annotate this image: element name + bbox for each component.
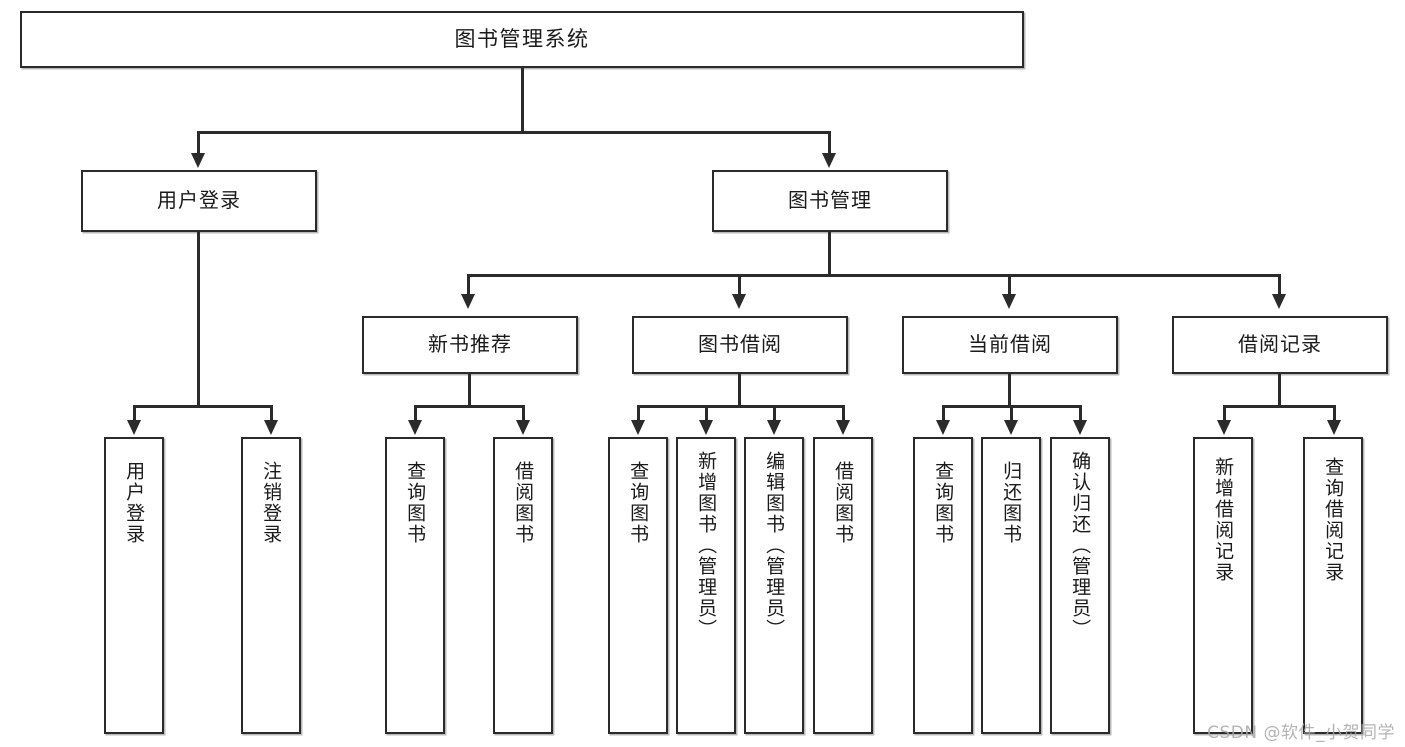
leaf-borrow-book-new-book-recommend[interactable]: 借阅图书 xyxy=(493,437,553,734)
node-label: 用户登录 xyxy=(157,188,241,213)
node-label: 图书管理 xyxy=(788,188,872,213)
arrow-to-leaf-query-record xyxy=(1327,420,1341,435)
connector-book-borrow-stem xyxy=(738,374,741,407)
connector-book-borrow-bus xyxy=(637,405,845,408)
arrow-to-leaf-confirm-return xyxy=(1073,420,1087,435)
connector-new-book-recommend-stem xyxy=(468,374,471,407)
connector-book-manage-bus xyxy=(467,274,1279,277)
leaf-query-book-current-borrow[interactable]: 查询图书 xyxy=(913,437,973,734)
arrow-to-leaf-query-book-1 xyxy=(408,420,422,435)
leaf-user-login[interactable]: 用户登录 xyxy=(104,437,164,734)
arrow-to-leaf-add-record xyxy=(1217,420,1231,435)
node-label: 查询图书 xyxy=(404,461,427,545)
connector-nbr-drop-2 xyxy=(522,405,525,422)
node-root-book-management-system[interactable]: 图书管理系统 xyxy=(20,11,1024,68)
leaf-user-logout[interactable]: 注销登录 xyxy=(241,437,301,734)
connector-user-login-bus xyxy=(133,405,273,408)
node-label: 新增图书（管理员） xyxy=(695,451,718,640)
connector-borrow-record-bus xyxy=(1223,405,1336,408)
arrow-root-to-book-manage xyxy=(822,153,836,168)
connector-bb-drop-2 xyxy=(705,405,708,422)
arrow-to-leaf-borrow-book-2 xyxy=(836,420,850,435)
connector-user-login-drop-2 xyxy=(270,405,273,422)
node-label: 编辑图书（管理员） xyxy=(763,451,786,640)
node-label: 新书推荐 xyxy=(428,332,512,357)
connector-bb-drop-4 xyxy=(842,405,845,422)
node-label: 图书借阅 xyxy=(698,332,782,357)
node-label: 确认归还（管理员） xyxy=(1069,451,1092,640)
node-label: 当前借阅 xyxy=(968,332,1052,357)
connector-br-drop-2 xyxy=(1333,405,1336,422)
arrow-to-new-book-recommend xyxy=(461,294,475,309)
node-label: 借阅记录 xyxy=(1238,332,1322,357)
node-new-book-recommend[interactable]: 新书推荐 xyxy=(362,316,578,374)
connector-borrow-record-stem xyxy=(1278,374,1281,407)
connector-to-new-book-recommend xyxy=(467,274,470,296)
arrow-to-borrow-record xyxy=(1272,294,1286,309)
connector-cb-drop-2 xyxy=(1010,405,1013,422)
leaf-edit-book[interactable]: 编辑图书（管理员） xyxy=(744,437,804,734)
connector-cb-drop-3 xyxy=(1079,405,1082,422)
node-label: 查询借阅记录 xyxy=(1322,457,1345,583)
node-book-borrow[interactable]: 图书借阅 xyxy=(632,316,848,374)
arrow-to-leaf-query-book-2 xyxy=(631,420,645,435)
connector-to-current-borrow xyxy=(1008,274,1011,296)
connector-nbr-drop-1 xyxy=(414,405,417,422)
node-label: 查询图书 xyxy=(627,461,650,545)
leaf-borrow-book-book-borrow[interactable]: 借阅图书 xyxy=(813,437,873,734)
connector-br-drop-1 xyxy=(1223,405,1226,422)
leaf-query-borrow-record[interactable]: 查询借阅记录 xyxy=(1303,437,1363,734)
arrow-to-leaf-borrow-book-1 xyxy=(516,420,530,435)
arrow-to-leaf-add-book xyxy=(699,420,713,435)
leaf-confirm-return[interactable]: 确认归还（管理员） xyxy=(1050,437,1110,734)
connector-root-to-book-manage xyxy=(828,131,831,155)
node-user-login[interactable]: 用户登录 xyxy=(81,170,317,232)
arrow-to-leaf-user-login xyxy=(127,420,141,435)
connector-cb-drop-1 xyxy=(942,405,945,422)
node-label: 查询图书 xyxy=(932,461,955,545)
arrow-root-to-user-login xyxy=(191,153,205,168)
connector-user-login-drop-1 xyxy=(133,405,136,422)
node-label: 借阅图书 xyxy=(512,461,535,545)
arrow-to-leaf-user-logout xyxy=(264,420,278,435)
connector-to-borrow-record xyxy=(1278,274,1281,296)
connector-book-manage-stem xyxy=(828,232,831,276)
node-borrow-record[interactable]: 借阅记录 xyxy=(1172,316,1388,374)
leaf-add-book[interactable]: 新增图书（管理员） xyxy=(676,437,736,734)
leaf-add-borrow-record[interactable]: 新增借阅记录 xyxy=(1193,437,1253,734)
leaf-query-book-new-book-recommend[interactable]: 查询图书 xyxy=(385,437,445,734)
node-label: 注销登录 xyxy=(260,461,283,545)
arrow-to-current-borrow xyxy=(1002,294,1016,309)
connector-user-login-stem xyxy=(197,232,200,407)
node-label: 归还图书 xyxy=(1000,461,1023,545)
node-current-borrow[interactable]: 当前借阅 xyxy=(902,316,1118,374)
arrow-to-book-borrow xyxy=(732,294,746,309)
arrow-to-leaf-query-book-3 xyxy=(936,420,950,435)
connector-bb-drop-1 xyxy=(637,405,640,422)
connector-root-bus xyxy=(197,131,831,134)
node-label: 借阅图书 xyxy=(832,461,855,545)
connector-bb-drop-3 xyxy=(773,405,776,422)
connector-root-stem xyxy=(521,68,524,133)
arrow-to-leaf-edit-book xyxy=(767,420,781,435)
connector-to-book-borrow xyxy=(738,274,741,296)
connector-current-borrow-stem xyxy=(1008,374,1011,407)
node-book-manage[interactable]: 图书管理 xyxy=(712,170,948,232)
node-label: 新增借阅记录 xyxy=(1212,457,1235,583)
connector-new-book-recommend-bus xyxy=(414,405,525,408)
node-label: 图书管理系统 xyxy=(454,27,590,52)
leaf-query-book-book-borrow[interactable]: 查询图书 xyxy=(608,437,668,734)
connector-root-to-user-login xyxy=(197,131,200,155)
leaf-return-book[interactable]: 归还图书 xyxy=(981,437,1041,734)
arrow-to-leaf-return-book xyxy=(1004,420,1018,435)
node-label: 用户登录 xyxy=(123,461,146,545)
